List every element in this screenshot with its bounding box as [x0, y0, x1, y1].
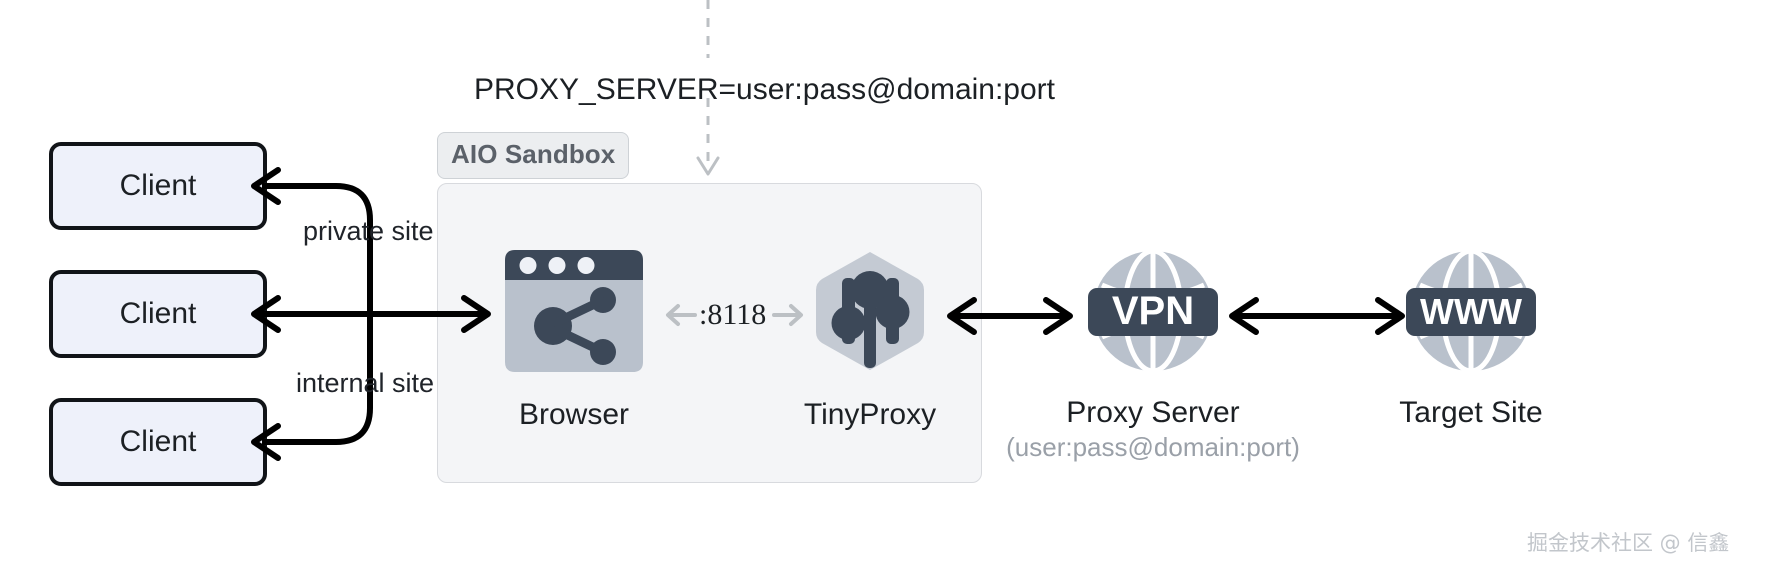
- port-right-arrow-icon: [772, 304, 803, 326]
- port-label: :8118: [699, 298, 767, 331]
- port-left-arrow-icon: [666, 304, 697, 326]
- arrow-sandbox-to-proxy: [947, 297, 1073, 335]
- sandbox-tag-label: AIO Sandbox: [437, 132, 630, 179]
- proxy-server-sublabel: (user:pass@domain:port): [1006, 432, 1300, 462]
- client-sandbox-connectors: [251, 167, 491, 461]
- env-injection-dashed-arrow: [696, 0, 720, 176]
- client-box-3[interactable]: Client: [49, 398, 267, 486]
- client-box-2[interactable]: Client: [49, 270, 267, 358]
- client-label: Client: [119, 169, 197, 202]
- browser-window-share-icon: [505, 250, 643, 372]
- globe-vpn-icon: VPN: [1088, 248, 1218, 374]
- hexagon-sliders-icon: [816, 252, 924, 370]
- client-label: Client: [119, 297, 197, 330]
- target-site-label: Target Site: [1399, 396, 1543, 429]
- client-label: Client: [119, 425, 197, 458]
- arrow-proxy-to-target: [1229, 297, 1405, 335]
- edge-label-private-site: private site: [303, 216, 434, 246]
- proxy-server-label: Proxy Server: [1066, 396, 1240, 429]
- watermark: 掘金技术社区 @ 信鑫: [1527, 531, 1730, 555]
- tinyproxy-label: TinyProxy: [803, 398, 937, 431]
- sandbox-tag: AIO Sandbox: [437, 132, 630, 179]
- edge-label-internal-site: internal site: [296, 368, 435, 398]
- globe-www-icon: WWW: [1406, 248, 1536, 374]
- client-box-1[interactable]: Client: [49, 142, 267, 230]
- www-badge-text: WWW: [1420, 291, 1522, 332]
- vpn-badge-text: VPN: [1112, 289, 1194, 333]
- browser-label: Browser: [518, 398, 630, 431]
- env-var-text: PROXY_SERVER=user:pass@domain:port: [474, 73, 1056, 106]
